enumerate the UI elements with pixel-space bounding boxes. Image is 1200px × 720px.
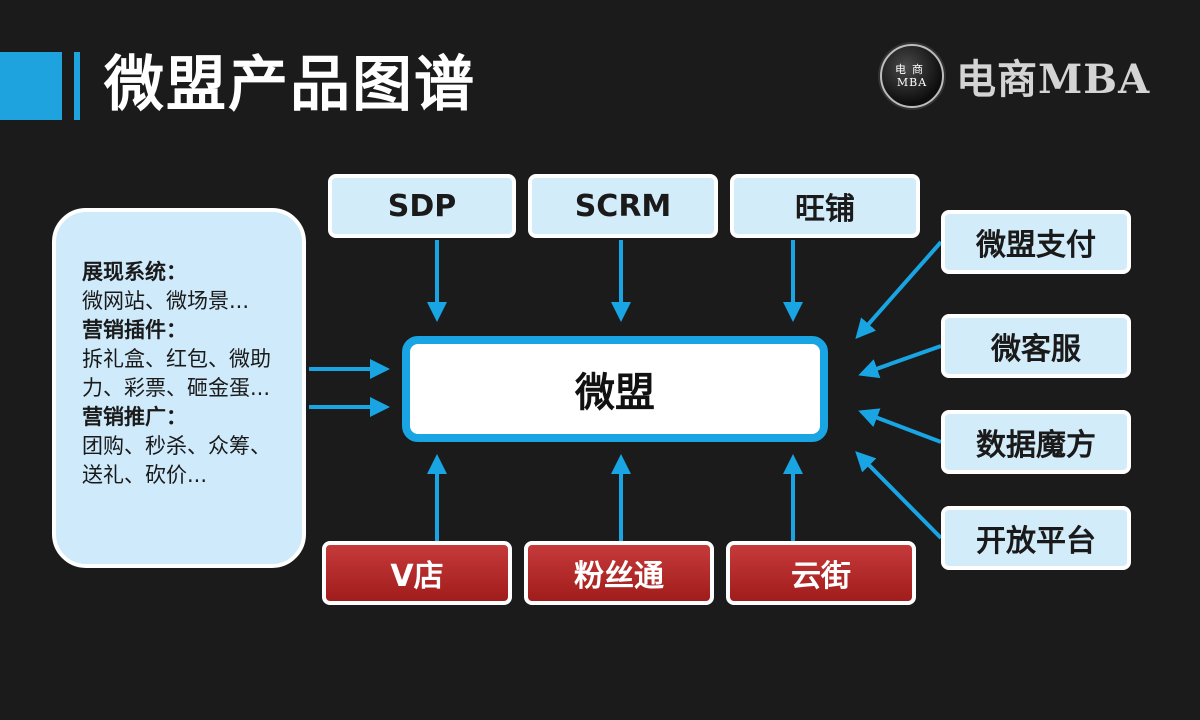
logo-emblem: 电商 MBA — [880, 44, 944, 108]
title-accent-divider — [74, 52, 80, 120]
node-fensitong: 粉丝通 — [524, 541, 714, 605]
node-open-platform: 开放平台 — [941, 506, 1131, 570]
node-data-cube: 数据魔方 — [941, 410, 1131, 474]
section-text-marketing-promotion: 团购、秒杀、众筹、送礼、砍价... — [82, 434, 271, 487]
node-yunjie: 云街 — [726, 541, 916, 605]
node-weimeng-center: 微盟 — [402, 336, 828, 442]
arrow-data-cube — [858, 408, 942, 444]
node-wei-kefu: 微客服 — [941, 314, 1131, 378]
title-accent-bar — [0, 52, 62, 120]
brand-logo: 电商 MBA 电商MBA — [880, 44, 1150, 108]
section-title-display: 展现系统： — [82, 260, 187, 284]
node-scrm: SCRM — [528, 174, 718, 238]
arrow-wei-kefu — [858, 344, 942, 379]
node-vdian: V店 — [322, 541, 512, 605]
arrow-open-platform — [855, 451, 943, 540]
node-wangpu: 旺铺 — [730, 174, 920, 238]
page-title: 微盟产品图谱 — [104, 50, 476, 120]
node-weimeng-pay: 微盟支付 — [941, 210, 1131, 274]
arrow-weimeng-pay — [855, 240, 943, 339]
section-text-marketing-plugins: 拆礼盒、红包、微助力、彩票、砸金蛋... — [82, 347, 271, 400]
node-sdp: SDP — [328, 174, 516, 238]
logo-text: 电商MBA — [956, 56, 1151, 103]
logo-emblem-line2: MBA — [896, 76, 928, 89]
section-title-marketing-promotion: 营销推广： — [82, 405, 187, 429]
section-text-display: 微网站、微场景... — [82, 289, 250, 313]
feature-panel: 展现系统： 微网站、微场景... 营销插件： 拆礼盒、红包、微助力、彩票、砸金蛋… — [52, 208, 306, 568]
section-title-marketing-plugins: 营销插件： — [82, 318, 187, 342]
logo-emblem-line1: 电商 — [895, 63, 929, 76]
